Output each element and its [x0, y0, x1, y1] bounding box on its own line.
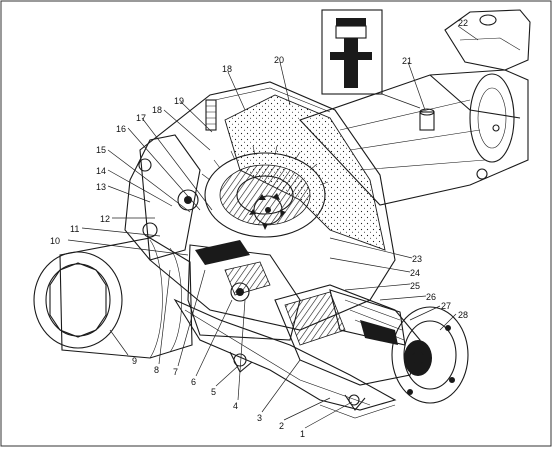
- callout-6: 6: [191, 377, 196, 387]
- callout-16: 16: [116, 124, 126, 134]
- input-coupling: [33, 237, 193, 359]
- cap-bolt: [205, 99, 217, 131]
- leader-lines: [67, 25, 479, 429]
- callout-15: 15: [96, 145, 106, 155]
- output-flange: [391, 306, 469, 404]
- callout-21: 21: [402, 56, 412, 66]
- callout-19: 19: [174, 96, 184, 106]
- ring-gear-assembly: [201, 145, 329, 238]
- callout-10: 10: [50, 236, 60, 246]
- callout-8: 8: [154, 365, 159, 375]
- callout-18-lower: 18: [152, 105, 162, 115]
- mounting-bracket: [444, 9, 531, 71]
- pinion-shaft-assembly: [187, 240, 301, 341]
- callout-9: 9: [132, 356, 137, 366]
- callout-26: 26: [426, 292, 436, 302]
- callout-7: 7: [173, 367, 178, 377]
- output-shaft: [274, 284, 421, 386]
- callout-17: 17: [136, 113, 146, 123]
- cover-plate: [124, 134, 201, 261]
- callout-3: 3: [257, 413, 262, 423]
- callout-25: 25: [410, 281, 420, 291]
- callout-2: 2: [279, 421, 284, 431]
- callout-1: 1: [300, 429, 305, 439]
- breather-detail-inset: [321, 9, 421, 109]
- spider-gear: [249, 193, 286, 230]
- axle-housing: [299, 69, 529, 206]
- callout-11: 11: [70, 224, 79, 234]
- callout-13: 13: [96, 182, 106, 192]
- callout-18-upper: 18: [222, 64, 232, 74]
- callout-22: 22: [458, 18, 468, 28]
- callout-27: 27: [441, 301, 451, 311]
- breather-valve: [419, 108, 435, 131]
- callout-20: 20: [274, 55, 284, 65]
- callout-28: 28: [458, 310, 468, 320]
- callout-5: 5: [211, 387, 216, 397]
- callout-4: 4: [233, 401, 238, 411]
- callout-labels: 1 2 3 4 5 6 7 8 9 10 11 12 13 14 15 16 1…: [50, 18, 468, 439]
- callout-24: 24: [410, 268, 420, 278]
- page-frame: [0, 0, 552, 447]
- callout-14: 14: [96, 166, 106, 176]
- oil-sump: [173, 298, 397, 419]
- callout-23: 23: [412, 254, 422, 264]
- callout-12: 12: [100, 214, 110, 224]
